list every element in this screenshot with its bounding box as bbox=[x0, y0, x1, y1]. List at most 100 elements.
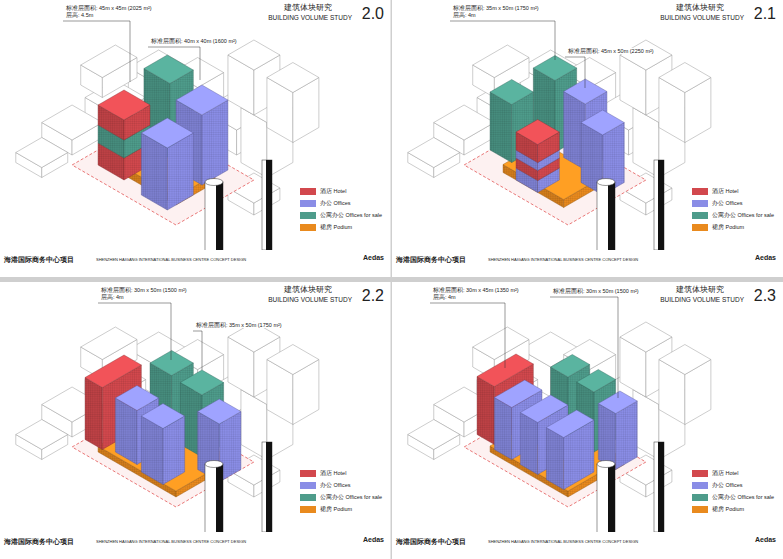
context-building bbox=[620, 40, 672, 70]
sheet-heading-english: BUILDING VOLUME STUDY bbox=[659, 296, 745, 303]
legend-swatch bbox=[300, 200, 316, 207]
slab-tower bbox=[654, 160, 664, 250]
separator-line bbox=[391, 0, 393, 559]
building-volume bbox=[494, 398, 511, 460]
legend-entry: 办公 Offices bbox=[692, 482, 743, 489]
legend-swatch bbox=[692, 494, 708, 501]
building-volume bbox=[564, 79, 607, 104]
legend-entry: 酒店 Hotel bbox=[300, 188, 346, 195]
legend-text: 酒店 Hotel bbox=[712, 188, 738, 194]
legend-swatch bbox=[692, 200, 708, 207]
round-tower bbox=[205, 464, 223, 532]
footer-note: SHENZHEN HAIGANG INTERNATIONAL BUSINESS … bbox=[487, 258, 639, 263]
context-building bbox=[434, 105, 495, 140]
legend-text: 裙房 Podium bbox=[320, 224, 352, 230]
leader-line bbox=[63, 21, 130, 82]
legend-swatch bbox=[692, 224, 708, 231]
legend-swatch bbox=[692, 482, 708, 489]
area-callout: 层高: 4m bbox=[432, 294, 457, 300]
legend-text: 公寓办公 Offices for sale bbox=[712, 212, 774, 218]
round-tower-top bbox=[597, 179, 615, 186]
leader-line bbox=[98, 303, 171, 360]
project-name: 海港国际商务中心项目 bbox=[395, 256, 467, 263]
sheet-heading: 建筑体块研究 bbox=[675, 4, 725, 13]
footer-note: SHENZHEN HAIGANG INTERNATIONAL BUSINESS … bbox=[95, 258, 247, 263]
legend-entry: 酒店 Hotel bbox=[692, 470, 738, 477]
building-volume bbox=[577, 370, 616, 393]
area-callout: 标准层面积: 30m x 50m (1500 m²) bbox=[552, 288, 640, 294]
context-building bbox=[473, 45, 529, 78]
project-name: 海港国际商务中心项目 bbox=[3, 256, 75, 263]
context-building bbox=[267, 63, 319, 93]
building-volume bbox=[141, 404, 184, 429]
legend-text: 公寓办公 Offices for sale bbox=[320, 494, 382, 500]
legend-text: 酒店 Hotel bbox=[712, 470, 738, 476]
context-building bbox=[408, 420, 460, 450]
firm-logo: Aedas bbox=[362, 536, 385, 544]
slab-tower bbox=[654, 442, 664, 532]
legend-text: 办公 Offices bbox=[712, 200, 743, 206]
leader-line bbox=[550, 297, 618, 398]
legend-entry: 公寓办公 Offices for sale bbox=[300, 494, 382, 501]
round-tower-shade bbox=[608, 464, 615, 532]
building-volume bbox=[150, 351, 193, 376]
building-volume bbox=[477, 377, 494, 445]
area-callout: 标准层面积: 35m x 50m (1750 m²) bbox=[452, 5, 540, 11]
firm-logo: Aedas bbox=[754, 254, 777, 262]
building-volume bbox=[494, 380, 542, 408]
round-tower bbox=[597, 182, 615, 250]
leader-line bbox=[450, 21, 555, 60]
footer-note: SHENZHEN HAIGANG INTERNATIONAL BUSINESS … bbox=[487, 540, 639, 545]
sheet-heading-english: BUILDING VOLUME STUDY bbox=[659, 14, 745, 21]
round-tower-top bbox=[205, 179, 223, 186]
legend-swatch bbox=[300, 470, 316, 477]
round-tower-shade bbox=[216, 182, 223, 250]
panel-illustration bbox=[16, 303, 319, 534]
legend-swatch bbox=[300, 506, 316, 513]
sheet-heading: 建筑体块研究 bbox=[283, 4, 333, 13]
context-building bbox=[620, 322, 672, 352]
slab-tower bbox=[262, 442, 272, 532]
facade-grid bbox=[85, 378, 102, 450]
context-building bbox=[659, 63, 711, 93]
legend-text: 办公 Offices bbox=[712, 482, 743, 488]
slab-tower bbox=[262, 160, 272, 250]
slab-tower-shade bbox=[266, 442, 272, 532]
legend-swatch bbox=[300, 482, 316, 489]
project-name: 海港国际商务中心项目 bbox=[3, 538, 75, 545]
legend-swatch bbox=[300, 494, 316, 501]
building-volume bbox=[581, 110, 624, 135]
legend-text: 公寓办公 Offices for sale bbox=[320, 212, 382, 218]
legend-entry: 酒店 Hotel bbox=[300, 470, 346, 477]
context-building bbox=[408, 138, 460, 168]
round-tower-top bbox=[597, 461, 615, 468]
panel-illustration bbox=[408, 21, 711, 252]
sheet-heading-english: BUILDING VOLUME STUDY bbox=[267, 14, 353, 21]
legend-entry: 办公 Offices bbox=[300, 482, 351, 489]
building-volume bbox=[85, 378, 102, 450]
round-tower bbox=[205, 182, 223, 250]
legend-entry: 公寓办公 Offices for sale bbox=[300, 212, 382, 219]
round-tower bbox=[597, 464, 615, 532]
building-volume bbox=[141, 118, 193, 148]
panel-illustration bbox=[16, 21, 319, 252]
building-volume bbox=[144, 55, 193, 84]
legend-text: 办公 Offices bbox=[320, 200, 351, 206]
context-building bbox=[81, 45, 137, 78]
leader-line bbox=[565, 57, 585, 88]
legend-entry: 裙房 Podium bbox=[692, 506, 744, 513]
building-volume bbox=[85, 355, 141, 388]
area-callout: 层高: 4m bbox=[452, 12, 477, 18]
sheet-heading: 建筑体块研究 bbox=[675, 286, 725, 295]
legend-entry: 裙房 Podium bbox=[692, 224, 744, 231]
area-callout: 标准层面积: 45m x 45m (2025 m²) bbox=[65, 5, 153, 11]
area-callout: 层高: 4.5m bbox=[65, 12, 94, 18]
context-building bbox=[473, 327, 529, 360]
leader-line bbox=[193, 331, 202, 370]
legend-text: 裙房 Podium bbox=[712, 506, 744, 512]
area-callout: 标准层面积: 35m x 50m (1750 m²) bbox=[195, 322, 283, 328]
sheet-number: 2.2 bbox=[361, 287, 385, 305]
facade-grid bbox=[494, 398, 511, 460]
